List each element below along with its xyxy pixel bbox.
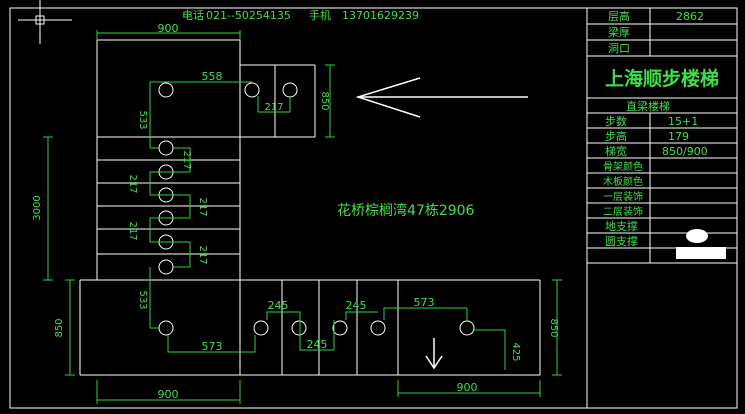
dim-bottom-573-left: 573 (202, 340, 223, 353)
dimension-lines (43, 30, 562, 404)
direction-arrow-down-icon (425, 338, 443, 370)
dim-lower-vert: 533 (137, 290, 148, 309)
dim-total-height: 3000 (32, 195, 43, 220)
dim-bottom-right: 850 (548, 318, 559, 337)
direction-arrow-left-icon (355, 77, 528, 118)
post-circle (332, 320, 348, 336)
company-name: 上海顺步楼梯 (605, 67, 719, 90)
dim-top-span: 558 (202, 70, 223, 83)
spec-label-0: 步数 (605, 115, 627, 128)
phone-label: 电话 (182, 9, 204, 22)
dim-mid-217-1: 217 (127, 174, 138, 193)
spec-value-0: 15+1 (668, 115, 698, 128)
dim-bottom-245-c: 245 (346, 299, 367, 312)
dim-left-vert: 533 (137, 110, 148, 129)
dim-bottom-width-left: 900 (158, 388, 179, 401)
post-circle (282, 82, 298, 98)
title-row-label-2: 洞口 (608, 42, 630, 55)
post-circle (158, 259, 174, 275)
phone-number: 021--50254135 (206, 9, 291, 22)
post-circle (158, 140, 174, 156)
spec-label-5: 一层装饰 (603, 190, 643, 203)
title-row-label-1: 梁厚 (608, 25, 630, 39)
post-circle (370, 320, 386, 336)
dim-mid-217-2: 217 (197, 197, 208, 216)
spec-label-6: 二层装饰 (603, 205, 643, 218)
title-block: 层高 2862 梁厚 洞口 上海顺步楼梯 直梁楼梯 步数 15+1 步高 179… (586, 7, 738, 409)
spec-label-3: 骨架颜色 (603, 160, 643, 173)
ground-support-symbol-icon (686, 229, 708, 243)
crosshair-cursor-icon (18, 0, 72, 44)
post-circle (253, 320, 269, 336)
title-row-label-0: 层高 (608, 9, 630, 23)
dim-top-right: 850 (319, 91, 330, 110)
spec-value-2: 850/900 (662, 145, 708, 158)
post-circle (158, 320, 174, 336)
title-row-value-0: 2862 (676, 10, 704, 23)
post-circle (459, 320, 475, 336)
dim-top-width: 900 (158, 22, 179, 35)
spec-label-1: 步高 (605, 129, 627, 143)
dim-top-small: 217 (264, 102, 283, 113)
spec-label-7: 地支撑 (605, 219, 638, 233)
dim-bottom-left: 850 (54, 318, 65, 337)
dim-bottom-245-b: 245 (307, 338, 328, 351)
dim-mid-217-3: 217 (127, 221, 138, 240)
dim-bottom-245-a: 245 (268, 299, 289, 312)
dim-bottom-425: 425 (510, 342, 521, 361)
round-support-symbol-icon (676, 247, 726, 259)
stair-plan (79, 39, 541, 376)
mobile-label: 手机 (309, 8, 331, 22)
post-circle (158, 82, 174, 98)
post-circle (244, 82, 260, 98)
dim-bottom-573-right: 573 (414, 296, 435, 309)
spec-label-4: 木板颜色 (603, 175, 643, 188)
spec-value-1: 179 (668, 130, 689, 143)
mobile-number: 13701629239 (342, 9, 419, 22)
spec-label-8: 圆支撑 (605, 234, 638, 248)
stair-type: 直梁楼梯 (626, 99, 670, 113)
dim-mid-217-4: 217 (197, 245, 208, 264)
spec-label-2: 梯宽 (605, 144, 627, 158)
dim-mid-217-0: 217 (181, 150, 192, 169)
post-circle (291, 320, 307, 336)
dim-bottom-width-right: 900 (457, 381, 478, 394)
project-label: 花桥棕榈湾47栋2906 (337, 202, 475, 219)
